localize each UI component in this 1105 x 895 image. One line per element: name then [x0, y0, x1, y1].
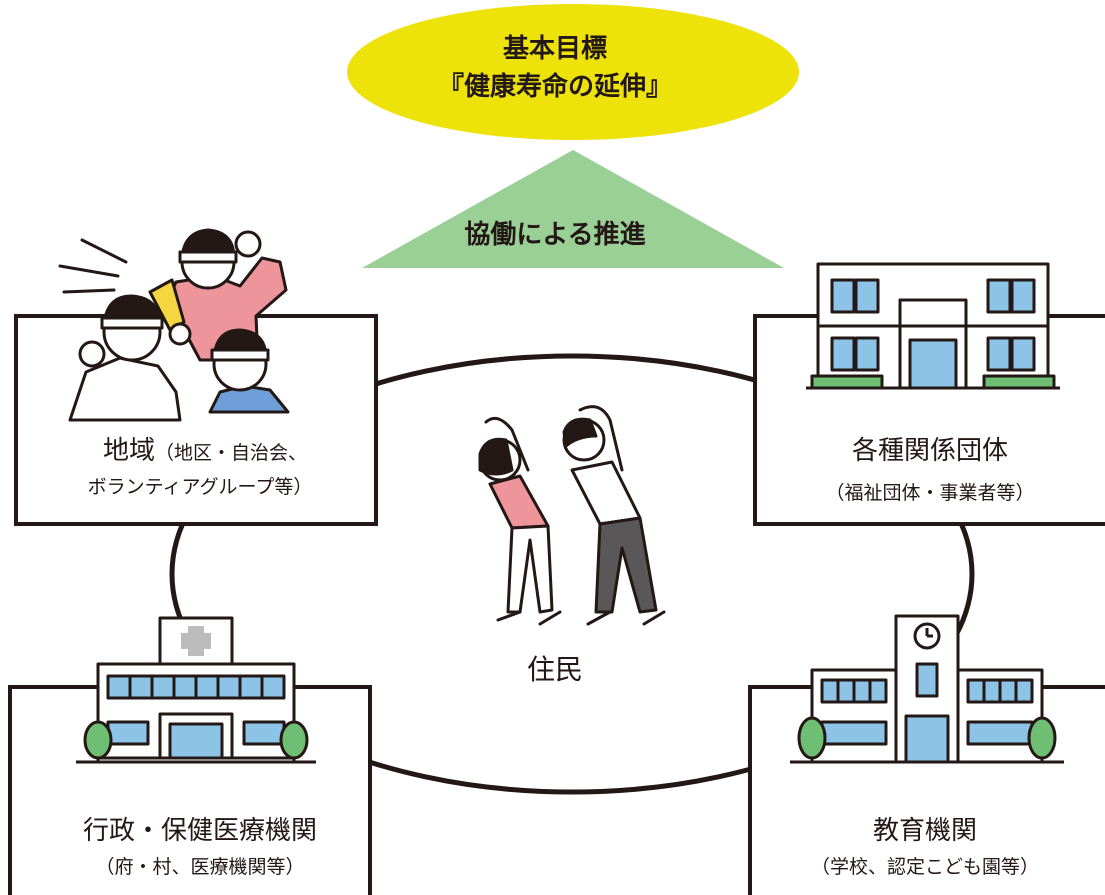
community-title: 地域（地区・自治会、 [40, 430, 370, 467]
collaboration-triangle [362, 150, 784, 268]
related-orgs-name: 各種関係団体 [851, 436, 1008, 466]
community-name: 地域 [102, 436, 155, 466]
goal-subtitle: 『健康寿命の延伸』 [437, 72, 672, 102]
collaboration-label: 協働による推進 [464, 220, 646, 250]
education-name: 教育機関 [872, 816, 977, 846]
goal-title: 基本目標 [502, 34, 607, 64]
community-detail-line1: （地区・自治会、 [155, 442, 308, 464]
related-orgs-building-illustration [806, 262, 1060, 390]
administration-detail: （府・村、医療機関等） [95, 856, 305, 878]
residents-label: 住民 [526, 653, 583, 686]
residents-illustration [478, 405, 666, 626]
community-people-illustration [58, 228, 290, 422]
hospital-building-illustration [76, 616, 316, 764]
school-building-illustration [790, 614, 1064, 764]
connection-circle [169, 353, 975, 795]
education-detail: （学校、認定こども園等） [810, 856, 1039, 878]
goal-ellipse [347, 4, 799, 140]
related-orgs-detail: （福祉団体・事業者等） [825, 482, 1035, 504]
community-detail-line2: ボランティアグループ等） [87, 476, 313, 498]
administration-name: 行政・保健医療機関 [82, 816, 317, 846]
